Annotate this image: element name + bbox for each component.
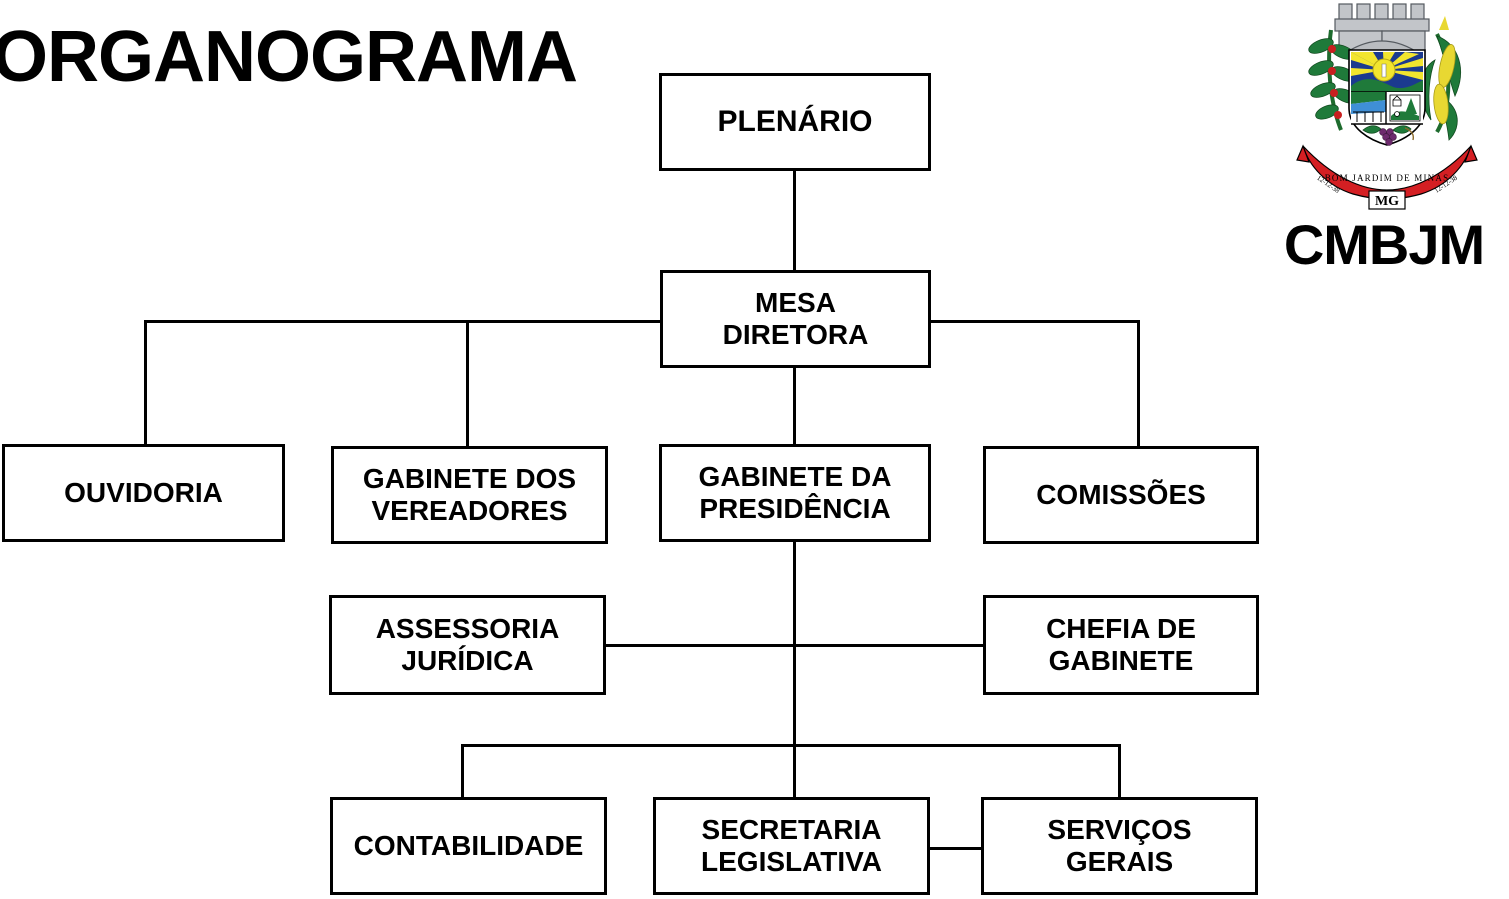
node-chefia-gabinete-label: CHEFIA DE GABINETE <box>1046 613 1196 676</box>
node-gabinete-presidencia-label: GABINETE DA PRESIDÊNCIA <box>698 461 892 524</box>
node-ouvidoria-label: OUVIDORIA <box>64 477 223 509</box>
node-contabilidade[interactable]: CONTABILIDADE <box>330 797 607 895</box>
coat-of-arms-icon: BOM JARDIM DE MINAS 12-12-38 12-12-38 MG <box>1296 3 1478 210</box>
node-secretaria-legislativa-label: SECRETARIA LEGISLATIVA <box>701 814 882 877</box>
edge-bus-mesa-right <box>927 320 1140 323</box>
edge-spine-presidencia <box>793 541 796 799</box>
node-servicos-gerais[interactable]: SERVIÇOS GERAIS <box>981 797 1258 895</box>
logo-block: BOM JARDIM DE MINAS 12-12-38 12-12-38 MG… <box>1259 0 1509 290</box>
node-plenario-label: PLENÁRIO <box>717 104 873 138</box>
node-servicos-gerais-label: SERVIÇOS GERAIS <box>1047 814 1192 877</box>
edge-bus-mesa-left <box>144 320 663 323</box>
node-secretaria-legislativa[interactable]: SECRETARIA LEGISLATIVA <box>653 797 930 895</box>
edge-mesa-ouvidoria <box>144 320 147 446</box>
node-comissoes[interactable]: COMISSÕES <box>983 446 1259 544</box>
node-gabinete-vereadores[interactable]: GABINETE DOS VEREADORES <box>331 446 608 544</box>
edge-secretaria-servicos <box>928 847 982 850</box>
node-ouvidoria[interactable]: OUVIDORIA <box>2 444 285 542</box>
logo-acronym: CMBJM <box>1283 213 1485 276</box>
edge-mesa-gabinete-vereadores <box>466 320 469 446</box>
node-chefia-gabinete[interactable]: CHEFIA DE GABINETE <box>983 595 1259 695</box>
state-abbrev: MG <box>1375 194 1399 209</box>
node-assessoria-juridica-label: ASSESSORIA JURÍDICA <box>375 613 560 676</box>
node-assessoria-juridica[interactable]: ASSESSORIA JURÍDICA <box>329 595 606 695</box>
edge-bus-assessoria-chefia <box>604 644 985 647</box>
node-comissoes-label: COMISSÕES <box>1036 479 1206 511</box>
node-gabinete-vereadores-label: GABINETE DOS VEREADORES <box>362 463 577 526</box>
node-plenario[interactable]: PLENÁRIO <box>659 73 931 171</box>
edge-bottom-contabilidade <box>461 744 464 797</box>
ribbon-text: BOM JARDIM DE MINAS <box>1325 173 1450 183</box>
page-title: ORGANOGRAMA <box>0 17 578 97</box>
edge-bus-bottom <box>461 744 1121 747</box>
edge-mesa-comissoes <box>1137 320 1140 446</box>
edge-mesa-gabinete-presidencia <box>793 366 796 446</box>
edge-plenario-mesa <box>793 170 796 272</box>
node-mesa-diretora-label: MESA DIRETORA <box>722 287 869 350</box>
node-gabinete-presidencia[interactable]: GABINETE DA PRESIDÊNCIA <box>659 444 931 542</box>
node-mesa-diretora[interactable]: MESA DIRETORA <box>660 270 931 368</box>
edge-bottom-servicos-gerais <box>1118 744 1121 797</box>
node-contabilidade-label: CONTABILIDADE <box>353 830 584 862</box>
